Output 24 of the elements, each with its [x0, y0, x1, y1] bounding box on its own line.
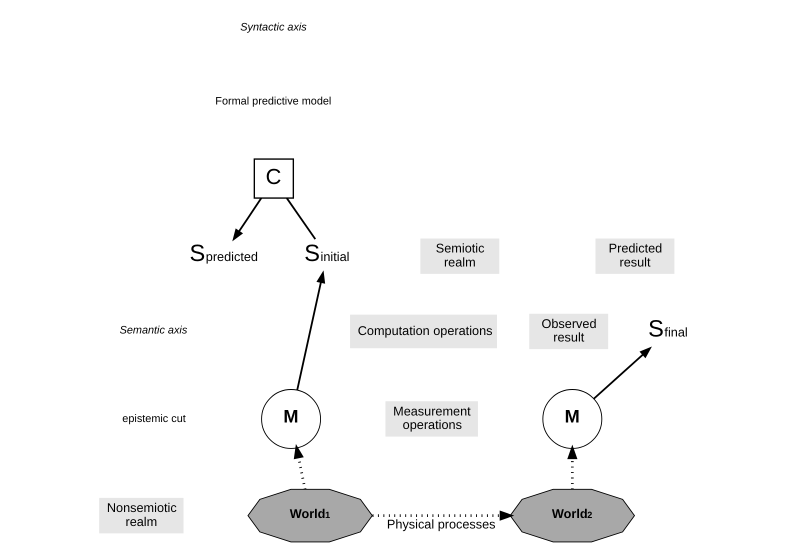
node-box: Observed result — [529, 314, 608, 350]
node-circle: M — [542, 389, 602, 449]
edge-label: Physical processes — [386, 518, 496, 532]
node-box: Measurement operations — [385, 401, 478, 437]
label: Formal predictive model — [215, 96, 332, 108]
label: Semantic axis — [120, 324, 188, 336]
node-box: Nonsemiotic realm — [99, 498, 184, 534]
label: epistemic cut — [122, 412, 186, 425]
arrow — [593, 346, 652, 400]
arrow — [296, 270, 326, 390]
arrow — [567, 444, 578, 490]
node-box: C — [254, 158, 294, 199]
arrow — [232, 198, 262, 242]
node-text: Sinitial — [304, 240, 350, 266]
node-box: Predicted result — [595, 238, 674, 274]
node-text: Sfinal — [648, 315, 688, 342]
arrow — [294, 444, 306, 490]
node-box: Computation operations — [350, 314, 498, 348]
label: Syntactic axis — [240, 21, 307, 34]
node-text: Spredicted — [189, 240, 258, 266]
node-circle: M — [261, 389, 322, 449]
connector — [286, 198, 316, 240]
arrow — [372, 510, 514, 521]
node-box: Semiotic realm — [420, 238, 500, 274]
